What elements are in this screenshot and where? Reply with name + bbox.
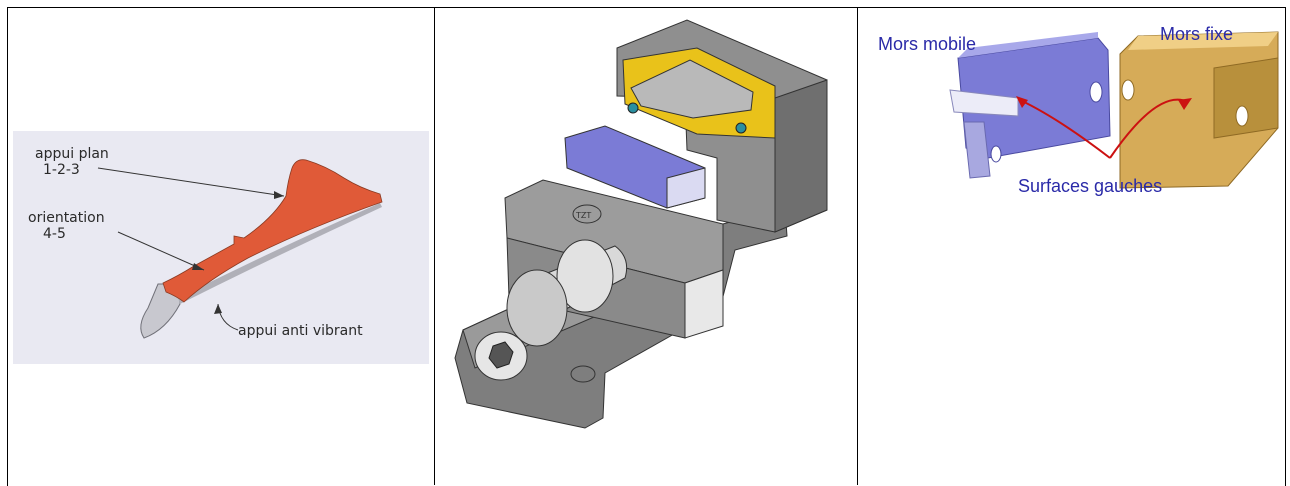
label-surfaces-gauches: Surfaces gauches (1018, 176, 1162, 196)
column-divider-2 (857, 7, 858, 485)
arrowhead-mobile (1016, 96, 1028, 108)
arrowhead-fixed (1178, 98, 1192, 110)
fixed-jaw-hole (1121, 79, 1135, 101)
fixed-jaw-hole-2 (1235, 105, 1249, 127)
spindle-collar (556, 239, 614, 313)
part-edge-shape (178, 203, 382, 304)
positioning-sketch: appui plan 1-2-3 orientation 4-5 appui a… (13, 131, 429, 364)
label-appui-plan-points: 1-2-3 (43, 162, 80, 178)
blue-jaw-face (666, 167, 706, 209)
column-divider-1 (434, 7, 435, 485)
leader-line-orient (117, 231, 205, 271)
label-mors-fixe: Mors fixe (1160, 24, 1233, 44)
part-body-shape (162, 159, 383, 303)
table-frame (7, 7, 1286, 486)
moving-body-side (684, 269, 724, 339)
leader-line-plane (97, 167, 285, 197)
mobile-jaw-face (949, 89, 1019, 117)
spindle-end (506, 269, 568, 347)
jaws-drawing: Mors mobile Mors fixe Surfaces gauches (878, 24, 1279, 196)
screw-head-right (735, 122, 747, 134)
mobile-jaw-hole-2 (990, 145, 1002, 163)
vise-logo-text: TZT (575, 211, 591, 220)
arrowhead-orient (192, 263, 204, 270)
screw-head-left (627, 102, 639, 114)
label-orientation-points: 4-5 (43, 226, 66, 242)
label-orientation: orientation (28, 210, 105, 226)
vise-drawing: TZT (454, 19, 828, 429)
mobile-jaw-hole (1089, 81, 1103, 103)
panel-positioning-part: appui plan 1-2-3 orientation 4-5 appui a… (8, 8, 434, 485)
panel-machine-vise: TZT (435, 8, 857, 485)
label-mors-mobile: Mors mobile (878, 34, 976, 54)
mobile-jaw-top (958, 32, 1098, 58)
label-appui-anti-vibrant: appui anti vibrant (238, 323, 363, 339)
fixed-jaw-side (774, 79, 828, 233)
mobile-jaw-foot (963, 121, 991, 179)
panel-jaws: Mors mobile Mors fixe Surfaces gauches (858, 8, 1284, 485)
fixed-jaw-side (1213, 57, 1279, 139)
arrowhead-plane (274, 191, 284, 199)
jaw-insert (630, 59, 754, 119)
label-appui-plan: appui plan (35, 146, 109, 162)
hex-socket (488, 341, 514, 369)
fixed-jaw-top (1128, 32, 1278, 50)
arrowhead-antivib (214, 304, 222, 314)
tool-tip-shape (140, 283, 181, 339)
mounting-hole (570, 365, 596, 383)
sketch-background (13, 131, 429, 364)
vise-logo (572, 204, 602, 224)
arrow-to-mobile-surface (1019, 99, 1111, 159)
